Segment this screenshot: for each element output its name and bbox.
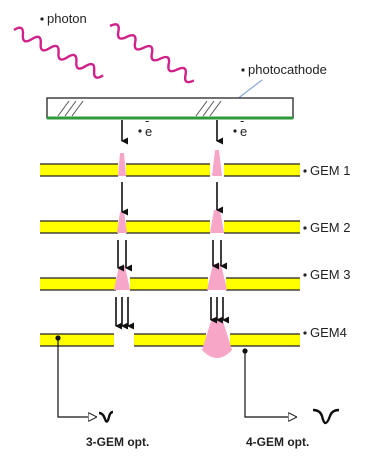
avalanche-right-gem3 bbox=[207, 264, 227, 290]
avalanche-left-gem1 bbox=[118, 153, 126, 176]
gem4-label: GEM4 bbox=[310, 325, 347, 340]
gem3-label: GEM 3 bbox=[310, 267, 350, 282]
gem2-label: GEM 2 bbox=[310, 220, 350, 235]
opt3-label: 3-GEM opt. bbox=[86, 435, 149, 449]
electron-label-left-bullet bbox=[138, 129, 142, 133]
electron-charge-left: - bbox=[145, 113, 149, 128]
avalanche-right-gem1 bbox=[212, 150, 222, 176]
photocathode-label-bullet bbox=[241, 68, 245, 72]
opt4-label: 4-GEM opt. bbox=[246, 435, 309, 449]
photocathode-label: photocathode bbox=[248, 62, 327, 77]
avalanche-left-gem3 bbox=[114, 266, 130, 290]
photon-label-bullet bbox=[40, 17, 44, 21]
gem-foil-1 bbox=[40, 163, 300, 177]
gem1-label: GEM 1 bbox=[310, 163, 350, 178]
avalanche-right-gem2 bbox=[210, 210, 224, 233]
avalanche-right-gem4 bbox=[202, 318, 232, 358]
gem4-label-bullet bbox=[303, 331, 307, 335]
photocathode-window bbox=[46, 97, 294, 120]
gem-foil-2 bbox=[40, 220, 300, 234]
signal-pulse-4gem bbox=[312, 408, 340, 425]
gem3-label-bullet bbox=[303, 273, 307, 277]
electron-label-right: e bbox=[240, 124, 247, 139]
gem2-label-bullet bbox=[303, 226, 307, 230]
readout-wire-4gem bbox=[244, 351, 262, 418]
photon-label: photon bbox=[47, 11, 87, 26]
gem-foil-3 bbox=[40, 277, 300, 291]
gem1-label-bullet bbox=[303, 169, 307, 173]
electron-charge-right: - bbox=[240, 113, 244, 128]
electron-label-right-bullet bbox=[233, 129, 237, 133]
readout-wire-3gem bbox=[57, 338, 80, 418]
avalanche-left-gem2 bbox=[117, 212, 127, 233]
photon-wave-left bbox=[13, 26, 104, 79]
photon-wave-right bbox=[109, 23, 195, 84]
electron-label-left: e bbox=[145, 124, 152, 139]
signal-pulse-3gem bbox=[98, 410, 114, 423]
gem-foil-4 bbox=[40, 333, 300, 347]
